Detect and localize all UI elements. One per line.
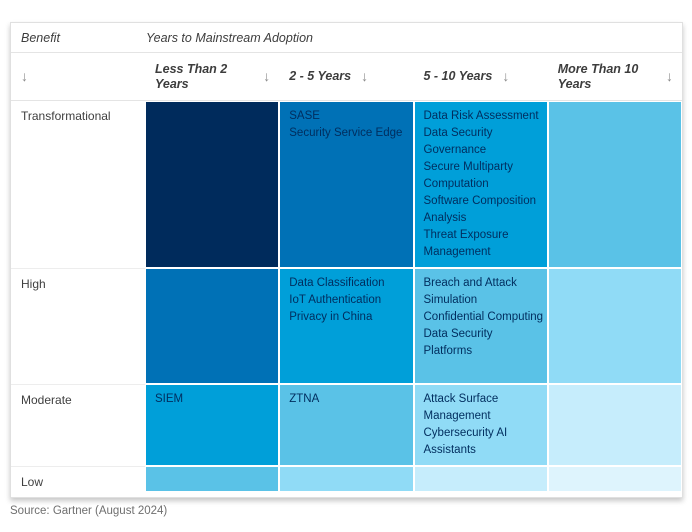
column-header-label: 5 - 10 Years	[423, 69, 493, 83]
matrix-body: Transformational SASE Security Service Edg…	[11, 101, 682, 492]
column-header-more-than-10-years[interactable]: More Than 10 Years ↓	[548, 53, 682, 100]
matrix-cell-high-col3	[547, 268, 682, 384]
matrix-cell-low-col2	[413, 466, 548, 492]
technology-item: Confidential Computing	[423, 311, 544, 323]
row-label: High	[11, 268, 145, 384]
sort-down-icon[interactable]: ↓	[263, 68, 271, 84]
adoption-group-header: Years to Mainstream Adoption	[146, 30, 313, 45]
technology-item: Data Security Platforms	[423, 328, 493, 357]
benefit-header: Benefit	[21, 30, 60, 45]
row-label: Transformational	[11, 101, 145, 268]
table-row-low: Low	[11, 466, 682, 492]
column-header-2-5-years[interactable]: 2 - 5 Years ↓	[279, 53, 413, 100]
column-header-less-than-2-years[interactable]: Less Than 2 Years ↓	[145, 53, 279, 100]
row-label: Moderate	[11, 384, 145, 466]
technology-item: ZTNA	[289, 393, 320, 405]
technology-item: Breach and Attack Simulation	[423, 277, 517, 306]
matrix-cell-low-col3	[547, 466, 682, 492]
matrix-cell-transformational-col3	[547, 101, 682, 268]
column-header-row: ↓ Less Than 2 Years ↓ 2 - 5 Years ↓ 5 - …	[11, 53, 682, 101]
column-header-label: More Than 10 Years	[557, 61, 639, 91]
sort-down-icon[interactable]: ↓	[502, 68, 510, 84]
technology-item: Cybersecurity AI Assistants	[423, 427, 508, 456]
sort-down-icon[interactable]: ↓	[666, 68, 673, 84]
technology-item: Data Risk Assessment	[423, 110, 539, 122]
matrix-cell-transformational-col0	[145, 101, 280, 268]
technology-item: Security Service Edge	[289, 127, 403, 139]
column-header-label: 2 - 5 Years	[289, 69, 352, 83]
technology-item: Software Composition Analysis	[423, 195, 537, 224]
table-row-transformational: Transformational SASE Security Service Edg…	[11, 101, 682, 268]
table-header-row: Benefit Years to Mainstream Adoption	[11, 23, 682, 53]
technology-item: Data Classification	[289, 277, 385, 289]
table-row-moderate: Moderate SIEM ZTNA Attack Surface Managemen…	[11, 384, 682, 466]
column-header-5-10-years[interactable]: 5 - 10 Years ↓	[414, 53, 548, 100]
technology-item: Threat Exposure Management	[423, 229, 509, 258]
technology-item: SASE	[289, 110, 320, 122]
matrix-cell-high-col0	[145, 268, 280, 384]
sort-down-icon[interactable]: ↓	[361, 68, 369, 84]
technology-item: Secure Multiparty Computation	[423, 161, 513, 190]
technology-item: SIEM	[155, 393, 184, 405]
row-label: Low	[11, 466, 145, 492]
benefit-sort-cell[interactable]: ↓	[11, 53, 145, 100]
technology-item: IoT Authentication	[289, 294, 382, 306]
source-note: Source: Gartner (August 2024)	[10, 505, 168, 517]
matrix-cell-low-col0	[145, 466, 280, 492]
technology-item: Attack Surface Management	[423, 393, 499, 422]
technology-item: Data Security Governance	[423, 127, 493, 156]
matrix-cell-low-col1	[279, 466, 414, 492]
sort-down-icon[interactable]: ↓	[21, 68, 28, 84]
matrix-cell-moderate-col1: ZTNA	[279, 384, 414, 466]
technology-item: Privacy in China	[289, 311, 373, 323]
adoption-matrix-table: Benefit Years to Mainstream Adoption ↓ L…	[10, 22, 683, 498]
matrix-cell-transformational-col1: SASE Security Service Edge	[279, 101, 414, 268]
matrix-cell-moderate-col3	[547, 384, 682, 466]
column-header-label: Less Than 2 Years	[155, 61, 228, 91]
matrix-cell-moderate-col0: SIEM	[145, 384, 280, 466]
